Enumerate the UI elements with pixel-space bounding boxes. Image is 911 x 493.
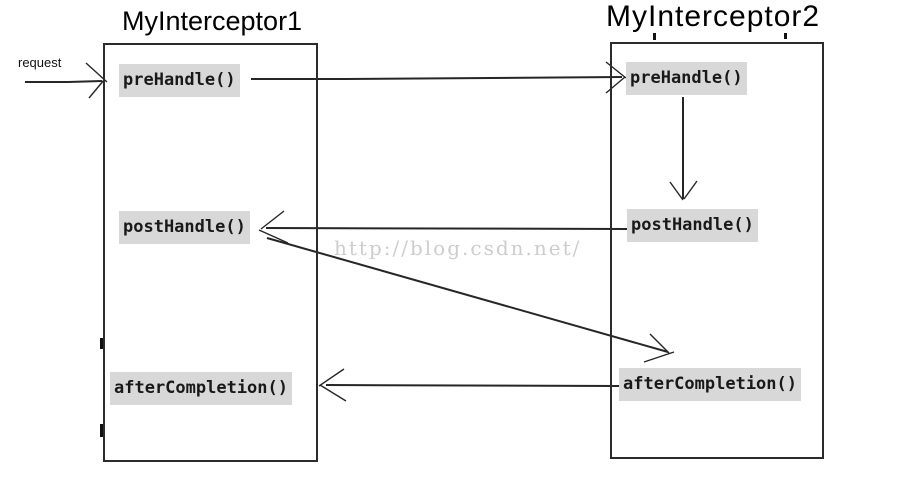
arrow-prehandle2-to-posthandle2 <box>669 97 698 201</box>
title2-descender-fragment <box>653 33 656 40</box>
interceptor2-title: MyInterceptor2 <box>606 0 821 33</box>
interceptor2-box <box>610 42 824 459</box>
interceptor2-prehandle-label: preHandle() <box>626 62 747 95</box>
title2-descender-fragment <box>784 33 787 39</box>
csdn-watermark: http://blog.csdn.net/ <box>334 236 582 260</box>
interceptor1-aftercompletion-label: afterCompletion() <box>110 372 292 405</box>
edge-tick-mark <box>100 424 105 437</box>
arrow-prehandle1-to-prehandle2 <box>251 61 627 94</box>
request-label: request <box>18 55 62 70</box>
interceptor2-posthandle-label: postHandle() <box>627 209 758 242</box>
interceptor1-box <box>103 43 318 462</box>
interceptor1-title: MyInterceptor1 <box>122 6 303 36</box>
arrow-aftercompletion2-to-aftercompletion1 <box>318 368 620 402</box>
interceptor1-posthandle-label: postHandle() <box>119 211 250 244</box>
interceptor1-prehandle-label: preHandle() <box>119 64 240 97</box>
arrow-posthandle2-to-posthandle1 <box>258 210 628 244</box>
arrow-posthandle1-to-aftercompletion2 <box>266 237 675 363</box>
edge-tick-mark <box>100 338 105 349</box>
interceptor2-aftercompletion-label: afterCompletion() <box>619 368 801 401</box>
